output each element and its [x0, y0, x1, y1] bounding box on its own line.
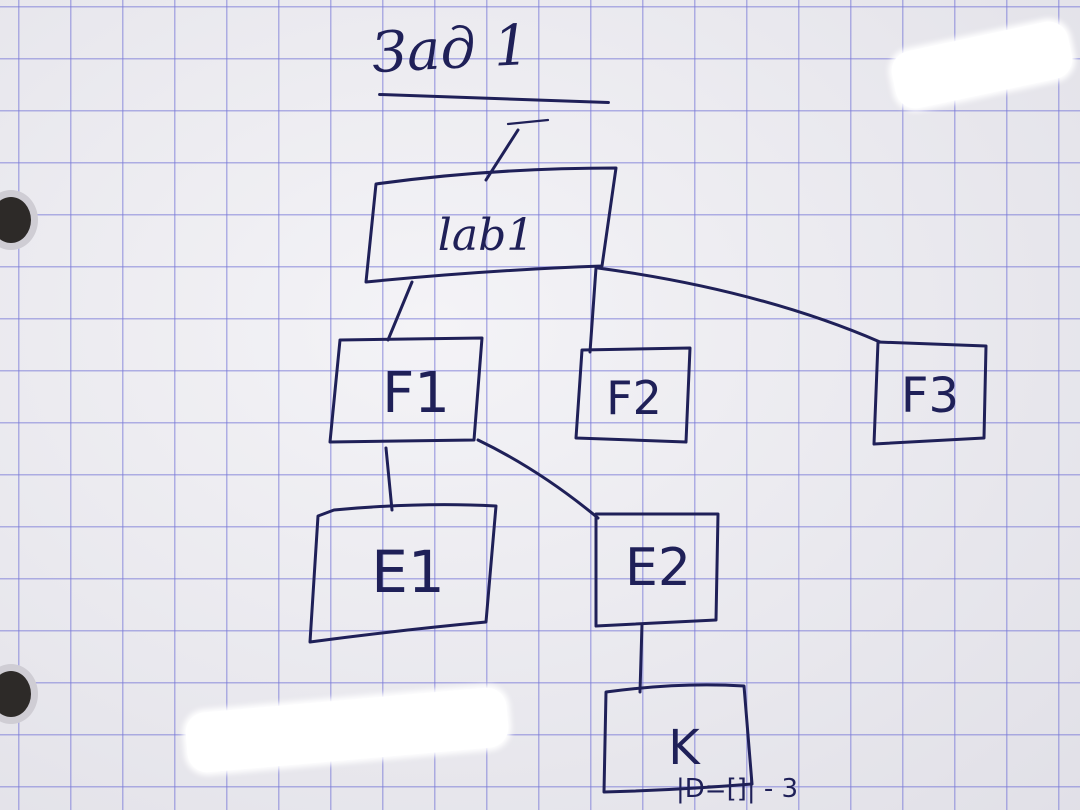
edge-lab1-f2	[588, 266, 598, 354]
edge-f1-e2	[476, 438, 600, 520]
edge-lab1-f3	[596, 266, 882, 344]
edge-f1-e1	[384, 446, 394, 512]
edge-e2-k	[638, 622, 644, 694]
node-f3-label: F3	[900, 368, 960, 424]
node-k-label: K	[668, 720, 700, 776]
box-f1	[328, 336, 484, 444]
node-f2-label: F2	[606, 371, 662, 425]
edge-lab1-f1	[386, 280, 414, 342]
edge-title-mark	[506, 118, 550, 126]
node-f1-label: F1	[382, 361, 450, 426]
node-e1-label: E1	[371, 538, 445, 606]
binder-hole-bottom	[0, 664, 38, 724]
box-e1	[308, 503, 498, 644]
box-k	[602, 683, 754, 794]
box-lab1	[364, 166, 618, 284]
box-f2	[574, 346, 692, 444]
task-title: Зад 1	[370, 12, 531, 87]
node-lab1-label: lab1	[437, 210, 535, 261]
binder-hole-top	[0, 190, 38, 250]
bottom-note: |D=[]| - 3	[676, 774, 799, 804]
node-e2-label: E2	[625, 538, 691, 598]
box-e2	[594, 512, 720, 628]
box-f3	[872, 340, 988, 446]
